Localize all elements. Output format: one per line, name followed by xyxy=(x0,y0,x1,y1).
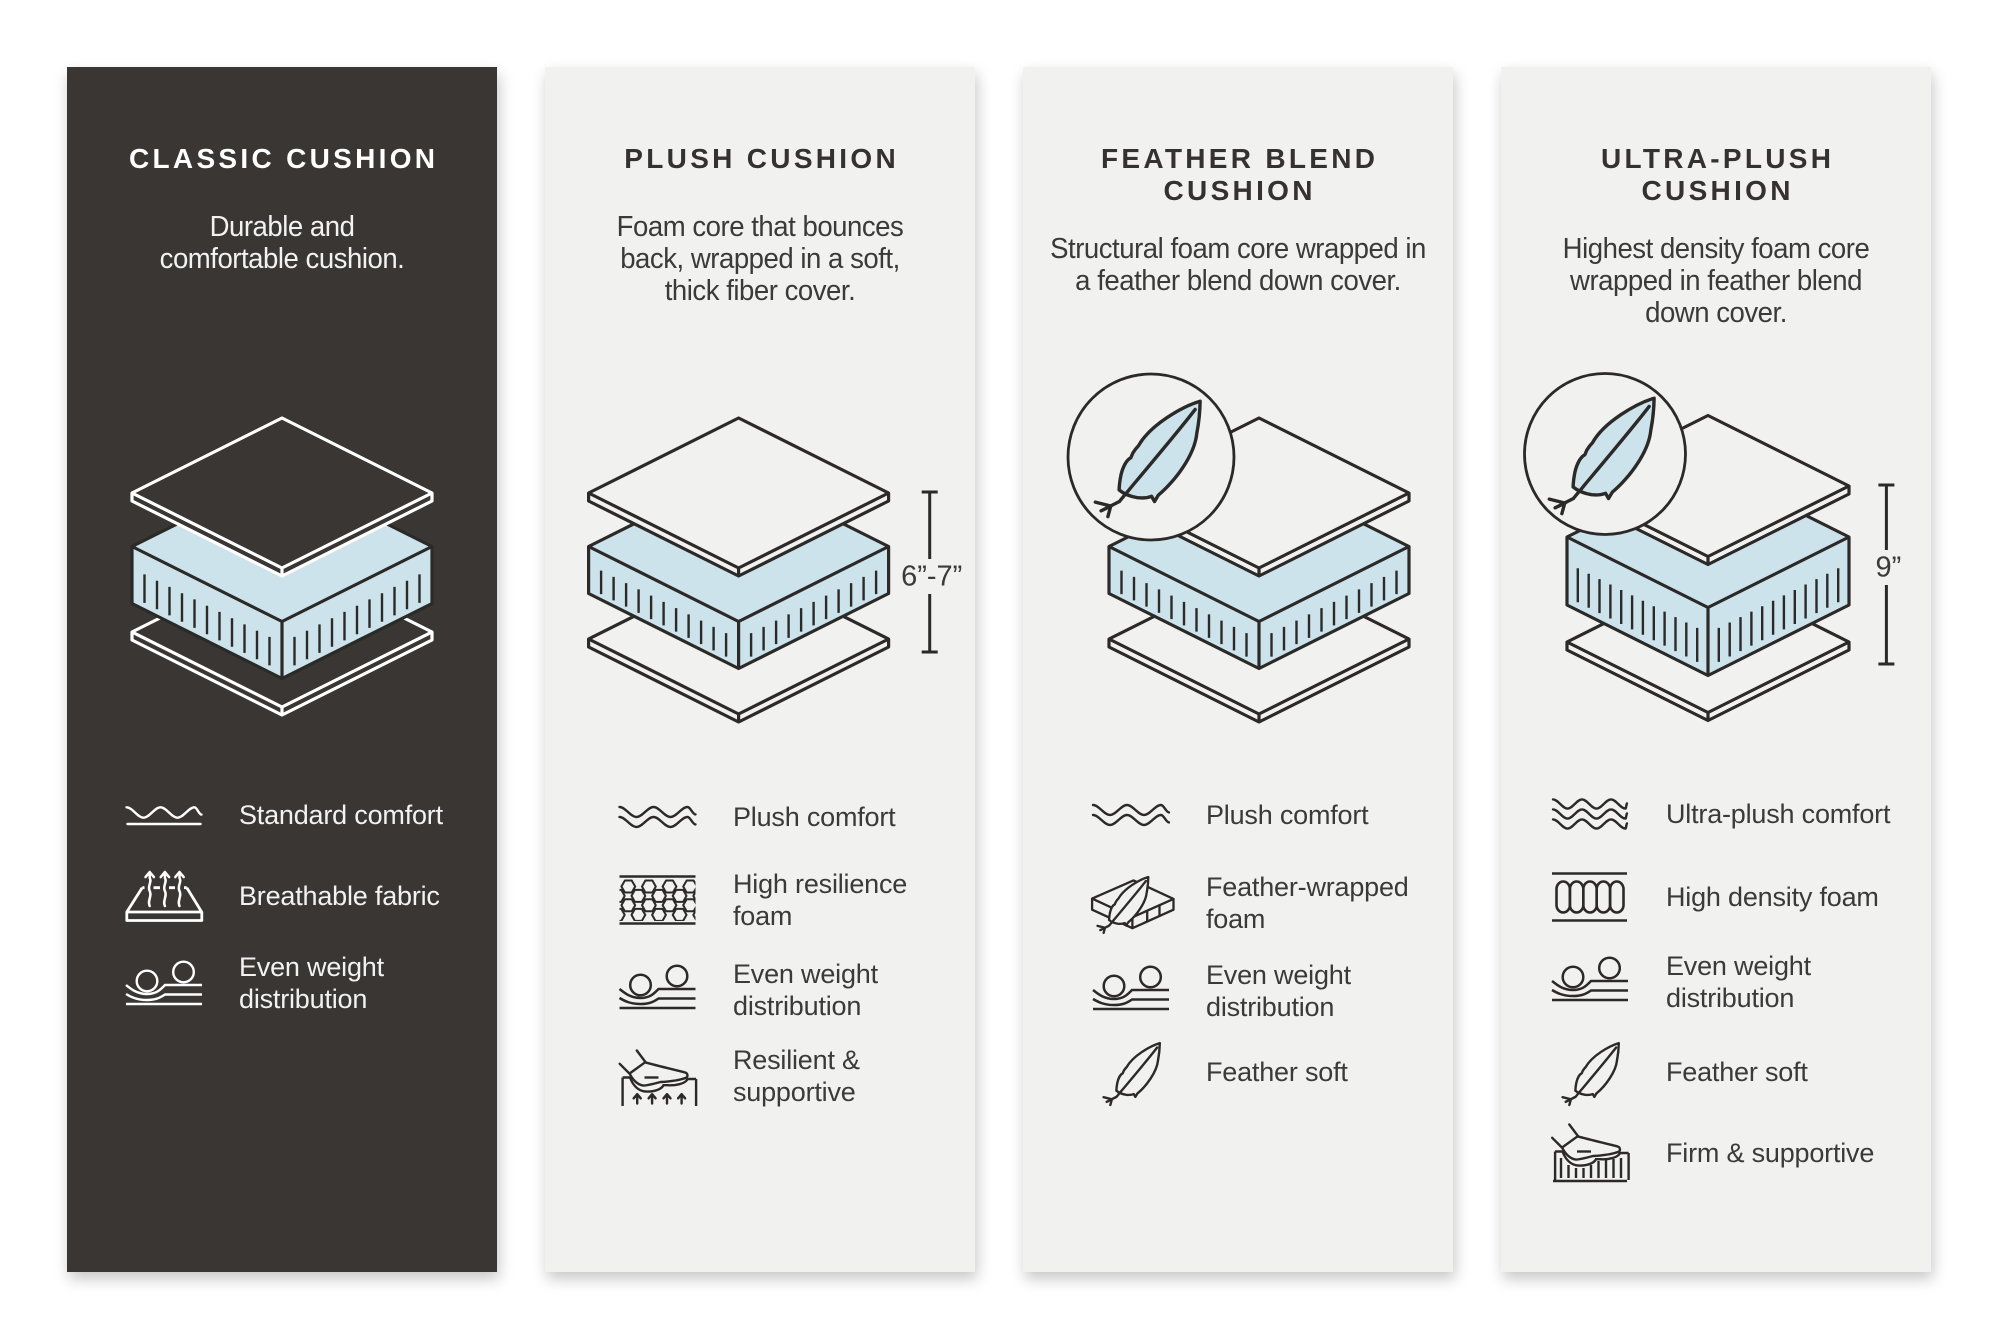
svg-text:9”: 9” xyxy=(1876,552,1902,584)
svg-text:6”-7”: 6”-7” xyxy=(901,561,962,593)
